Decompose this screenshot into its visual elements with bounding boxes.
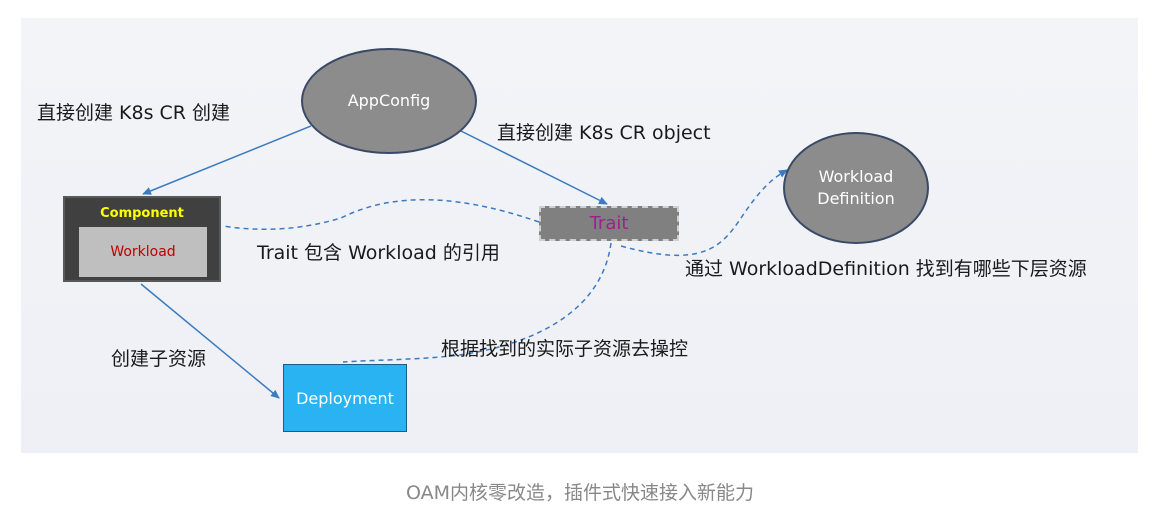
caption: OAM内核零改造，插件式快速接入新能力: [405, 482, 754, 504]
label-create-child: 创建子资源: [111, 348, 207, 370]
trait-node: Trait: [539, 206, 679, 241]
label-find-resources: 通过 WorkloadDefinition 找到有哪些下层资源: [685, 258, 1087, 280]
trait-label: Trait: [589, 213, 629, 234]
appconfig-node: AppConfig: [301, 48, 477, 154]
diagram-canvas: AppConfig Workload Definition Component …: [21, 18, 1138, 453]
dashed-trait-to-workload-definition: [620, 169, 788, 257]
component-node: Component Workload: [63, 196, 221, 282]
arrow-component-to-deployment: [140, 283, 280, 399]
label-create-cr: 直接创建 K8s CR 创建: [37, 102, 231, 124]
label-create-cr-object: 直接创建 K8s CR object: [497, 122, 711, 144]
arrow-appconfig-to-component: [142, 125, 312, 195]
dashed-trait-to-component: [222, 198, 540, 231]
workload-label: Workload: [110, 244, 176, 260]
workload-node: Workload: [79, 227, 207, 277]
connectors: [140, 125, 788, 399]
label-trait-reference: Trait 包含 Workload 的引用: [257, 242, 500, 264]
workload-definition-label-line1: Workload: [818, 167, 894, 186]
workload-definition-label-line2: Definition: [817, 189, 895, 208]
appconfig-label: AppConfig: [347, 91, 431, 110]
deployment-node: Deployment: [283, 364, 407, 432]
label-operate: 根据找到的实际子资源去操控: [441, 338, 689, 360]
workload-definition-node: Workload Definition: [783, 132, 929, 244]
arrow-appconfig-to-trait: [458, 129, 608, 205]
dashed-trait-to-deployment: [342, 242, 612, 363]
component-title: Component: [100, 206, 184, 221]
deployment-label: Deployment: [296, 388, 394, 408]
